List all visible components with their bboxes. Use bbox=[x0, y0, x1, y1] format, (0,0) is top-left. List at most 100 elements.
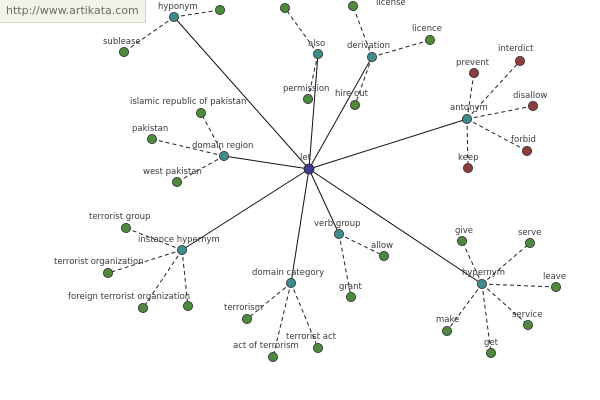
edge-center-verb-group bbox=[308, 168, 340, 235]
center-node[interactable] bbox=[303, 163, 315, 175]
edge-also-leaf0 bbox=[284, 7, 319, 55]
hub-label-antonym: antonym bbox=[450, 103, 488, 113]
edge-verb-group-grant bbox=[338, 233, 352, 298]
edge-center-instance-hypernym bbox=[181, 168, 310, 251]
node-leaf-0[interactable] bbox=[279, 3, 290, 13]
node-terrorism[interactable] bbox=[241, 313, 252, 324]
edge-hypernym-get bbox=[481, 283, 492, 354]
hub-node-domain-region[interactable] bbox=[218, 150, 229, 161]
edge-antonym-prevent bbox=[466, 72, 475, 120]
hub-node-also[interactable] bbox=[312, 49, 323, 60]
node-foreign-terrorist-organization[interactable] bbox=[137, 302, 148, 313]
edge-hypernym-service bbox=[481, 283, 529, 326]
hub-label-verb-group: verb group bbox=[314, 219, 361, 229]
edge-derivation-license bbox=[352, 5, 373, 58]
graph-edges bbox=[107, 5, 557, 358]
edge-hypernym-leave bbox=[481, 283, 557, 288]
node-serve[interactable] bbox=[525, 237, 536, 248]
hub-label-instance-hypernym: instance hypernym bbox=[138, 235, 220, 245]
edge-center-hypernym bbox=[308, 168, 483, 285]
edge-verb-group-allow bbox=[338, 233, 385, 257]
edge-antonym-keep bbox=[466, 118, 469, 169]
hub-node-hypernym[interactable] bbox=[476, 278, 487, 289]
edge-instance-hypernym-leaf3 bbox=[181, 249, 189, 307]
node-forbid[interactable] bbox=[522, 145, 533, 156]
label-terrorist-organization: terrorist organization bbox=[54, 257, 144, 267]
edge-also-permission bbox=[307, 53, 319, 100]
label-license: license bbox=[376, 0, 406, 8]
edge-derivation-licence bbox=[371, 39, 431, 58]
label-get: get bbox=[484, 338, 499, 348]
edge-center-domain-category bbox=[290, 168, 310, 284]
center-label: let bbox=[300, 153, 312, 163]
label-make: make bbox=[436, 315, 459, 325]
node-allow[interactable] bbox=[378, 250, 389, 261]
edge-hypernym-serve bbox=[481, 242, 531, 285]
node-hire-out[interactable] bbox=[349, 100, 360, 111]
label-disallow: disallow bbox=[513, 91, 547, 101]
node-grant[interactable] bbox=[345, 291, 356, 302]
label-grant: grant bbox=[339, 282, 362, 292]
node-terrorist-group[interactable] bbox=[121, 222, 132, 233]
node-leaf-0[interactable] bbox=[214, 5, 225, 15]
node-west-pakistan[interactable] bbox=[171, 176, 182, 187]
edge-center-derivation bbox=[308, 56, 373, 170]
node-license[interactable] bbox=[347, 1, 358, 11]
hub-node-derivation[interactable] bbox=[366, 52, 377, 63]
edge-domain-category-terrorism bbox=[246, 282, 292, 320]
label-prevent: prevent bbox=[456, 58, 490, 68]
node-service[interactable] bbox=[523, 319, 534, 330]
hub-label-also: also bbox=[308, 39, 325, 49]
edge-antonym-interdict bbox=[466, 60, 521, 120]
hub-node-hyponym[interactable] bbox=[168, 11, 179, 22]
label-service: service bbox=[512, 310, 542, 320]
node-terrorist-act[interactable] bbox=[312, 342, 323, 353]
edge-hypernym-make bbox=[446, 283, 483, 332]
label-terrorist-act: terrorist act bbox=[286, 332, 337, 342]
edge-domain-category-act-of-terrorism bbox=[272, 282, 292, 358]
label-sublease: sublease bbox=[103, 37, 141, 47]
edge-center-domain-region bbox=[223, 155, 310, 170]
node-make[interactable] bbox=[441, 325, 452, 336]
edge-hyponym-leaf0 bbox=[173, 9, 221, 18]
node-disallow[interactable] bbox=[528, 101, 539, 112]
label-hire-out: hire out bbox=[335, 89, 369, 99]
label-islamic-republic-of-pakistan: islamic republic of pakistan bbox=[130, 97, 246, 107]
hub-node-domain-category[interactable] bbox=[285, 277, 296, 288]
node-give[interactable] bbox=[456, 235, 467, 246]
node-keep[interactable] bbox=[462, 162, 473, 173]
edge-hypernym-give bbox=[461, 240, 483, 285]
node-sublease[interactable] bbox=[119, 47, 130, 58]
node-interdict[interactable] bbox=[515, 56, 526, 67]
hub-label-derivation: derivation bbox=[347, 41, 390, 51]
edge-instance-hypernym-foreign-terrorist-organization bbox=[142, 249, 183, 309]
label-forbid: forbid bbox=[511, 135, 536, 145]
edge-center-also bbox=[308, 53, 319, 170]
node-pakistan[interactable] bbox=[146, 133, 157, 144]
edge-antonym-forbid bbox=[466, 118, 528, 152]
node-islamic-republic-of-pakistan[interactable] bbox=[195, 108, 206, 119]
edge-center-hyponym bbox=[173, 16, 310, 170]
hub-label-hyponym: hyponym bbox=[158, 2, 198, 12]
hub-node-verb-group[interactable] bbox=[333, 228, 344, 239]
edge-antonym-disallow bbox=[466, 105, 534, 120]
label-west-pakistan: west pakistan bbox=[143, 167, 202, 177]
hub-node-instance-hypernym[interactable] bbox=[176, 244, 187, 255]
node-terrorist-organization[interactable] bbox=[103, 267, 114, 278]
label-pakistan: pakistan bbox=[132, 124, 168, 134]
node-licence[interactable] bbox=[424, 35, 435, 46]
node-leaf-3[interactable] bbox=[182, 300, 193, 311]
node-get[interactable] bbox=[485, 347, 496, 358]
edge-instance-hypernym-terrorist-group bbox=[125, 227, 183, 251]
node-act-of-terrorism[interactable] bbox=[267, 351, 278, 362]
hub-label-hypernym: hypernym bbox=[462, 268, 505, 278]
label-serve: serve bbox=[518, 228, 541, 238]
label-licence: licence bbox=[412, 24, 442, 34]
node-prevent[interactable] bbox=[468, 68, 479, 79]
label-interdict: interdict bbox=[498, 44, 534, 54]
node-leave[interactable] bbox=[551, 281, 562, 292]
watermark-url: http://www.artikata.com bbox=[0, 0, 146, 23]
hub-node-antonym[interactable] bbox=[461, 114, 472, 125]
edge-domain-region-islamic-republic-of-pakistan bbox=[200, 112, 225, 157]
node-permission[interactable] bbox=[302, 94, 313, 105]
